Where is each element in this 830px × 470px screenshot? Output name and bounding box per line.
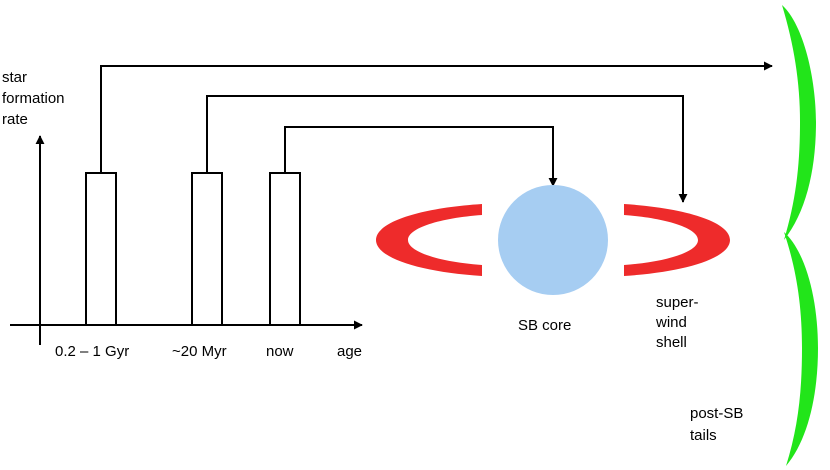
y-axis-label-line1: star [2, 69, 27, 86]
sb-core-circle [498, 185, 608, 295]
core-label: SB core [518, 317, 571, 334]
shell-left-arc [376, 204, 482, 276]
shell-label-line3: shell [656, 334, 687, 351]
tails-lower-crescent [784, 232, 818, 466]
arrow-now-to-core [284, 126, 558, 187]
shell-label-line1: super- [656, 294, 699, 311]
y-axis-label-line2: formation [2, 90, 65, 107]
arrow-old-to-tails [100, 61, 773, 173]
tails-label-line2: tails [690, 427, 717, 444]
arrow-mid-to-shell [206, 95, 688, 203]
y-axis-label-line3: rate [2, 111, 28, 128]
tails-upper-crescent [782, 5, 816, 240]
shell-label-line2: wind [655, 314, 687, 331]
shell-right-arc [624, 204, 730, 276]
tails-label-line1: post-SB [690, 405, 743, 422]
bar-old-label: 0.2 – 1 Gyr [55, 343, 129, 360]
bar-old [85, 172, 117, 326]
bar-now [269, 172, 301, 326]
x-axis-label: age [337, 343, 362, 360]
bar-mid [191, 172, 223, 326]
bar-mid-label: ~20 Myr [172, 343, 227, 360]
bar-now-label: now [266, 343, 294, 360]
